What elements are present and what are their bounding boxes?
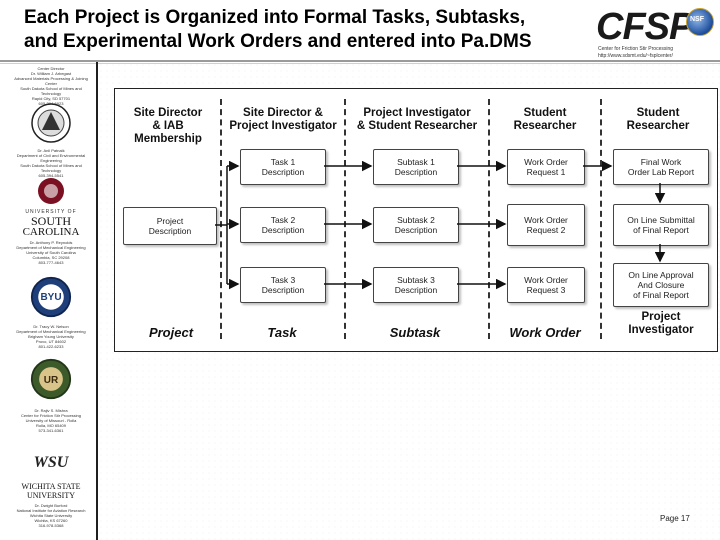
sidebar-contact-byu: Dr. Tracy W. Nelson Department of Mechan…	[16, 324, 86, 349]
cfsp-logo-url: http://www.sdsmt.edu/~fsplcenter/	[598, 53, 673, 59]
subtask-2-label: Subtask 2 Description	[394, 215, 438, 235]
column-header-student-researcher-2: Student Researcher	[626, 107, 690, 132]
sidebar-contact-usc: Dr. Anthony P. Reynolds Department of Me…	[16, 240, 86, 265]
subtask-2-box: Subtask 2 Description	[373, 207, 459, 243]
cfsp-logo-text: CFSP	[596, 6, 694, 48]
online-submittal-box: On Line Submittal of Final Report	[613, 204, 709, 246]
footer-work-order: Work Order	[509, 325, 581, 340]
subtask-3-label: Subtask 3 Description	[394, 275, 438, 295]
final-report-box: Final Work Order Lab Report	[613, 149, 709, 185]
column-separator-4	[600, 99, 602, 339]
usc-name-line-2: SOUTH	[30, 214, 71, 228]
byu-seal-text: BYU	[40, 292, 62, 303]
usc-name-line-3: CAROLINA	[22, 226, 80, 238]
project-description-box: Project Description	[123, 207, 217, 245]
sdsmt-seal-icon	[31, 103, 71, 143]
subtask-3-box: Subtask 3 Description	[373, 267, 459, 303]
sidebar-contact-wsu: Dr. Dwight Burford National Institute fo…	[16, 503, 86, 528]
page-number: Page 17	[660, 514, 690, 523]
usc-name-line-1: UNIVERSITY OF	[25, 209, 77, 215]
column-separator-3	[488, 99, 490, 339]
subtask-1-label: Subtask 1 Description	[394, 157, 438, 177]
partner-sidebar: Center Director Dr. William J. Arbegast …	[8, 66, 94, 536]
column-header-site-director-iab: Site Director & IAB Membership	[133, 107, 203, 145]
cfsp-logo-subtitle: Center for Friction Stir Processing	[598, 46, 674, 52]
workflow-arrows	[215, 160, 666, 290]
project-description-label: Project Description	[148, 216, 192, 236]
column-header-site-director-pi: Site Director & Project Investigator	[229, 107, 337, 132]
footer-subtask: Subtask	[389, 325, 441, 340]
subtask-1-box: Subtask 1 Description	[373, 149, 459, 185]
task-1-label: Task 1 Description	[261, 157, 305, 177]
slide-title-line-1: Each Project is Organized into Formal Ta…	[24, 7, 526, 28]
sidebar-divider	[96, 62, 98, 540]
wsu-name-line-2: UNIVERSITY	[27, 491, 75, 500]
slide-title: Each Project is Organized into Formal Ta…	[24, 6, 584, 54]
work-order-3-box: Work Order Request 3	[507, 267, 585, 303]
nsf-logo-text: NSF	[690, 16, 704, 23]
column-separator-2	[344, 99, 346, 339]
umr-seal-text: UR	[43, 375, 59, 386]
work-order-1-box: Work Order Request 1	[507, 149, 585, 185]
task-1-box: Task 1 Description	[240, 149, 326, 185]
column-header-pi-student: Project Investigator & Student Researche…	[356, 107, 478, 132]
wsu-name-line-1: WICHITA STATE	[21, 482, 81, 491]
final-report-label: Final Work Order Lab Report	[627, 157, 695, 177]
column-separator-1	[220, 99, 222, 339]
work-order-2-box: Work Order Request 2	[507, 204, 585, 246]
work-order-3-label: Work Order Request 3	[524, 275, 568, 295]
sidebar-contact-umr: Dr. Rajiv S. Mishra Center for Friction …	[20, 408, 82, 433]
workflow-diagram: Site Director & IAB Membership Site Dire…	[114, 88, 718, 352]
work-order-1-label: Work Order Request 1	[524, 157, 568, 177]
nsf-logo	[686, 8, 714, 36]
online-approval-box: On Line Approval And Closure of Final Re…	[613, 263, 709, 307]
usc-seal-icon	[38, 178, 64, 204]
umr-seal-icon	[30, 358, 72, 400]
online-submittal-label: On Line Submittal of Final Report	[627, 215, 695, 235]
work-order-2-label: Work Order Request 2	[524, 215, 568, 235]
column-header-student-researcher-1: Student Researcher	[513, 107, 577, 132]
task-3-box: Task 3 Description	[240, 267, 326, 303]
header-divider	[0, 60, 720, 62]
task-2-box: Task 2 Description	[240, 207, 326, 243]
byu-seal-icon	[30, 276, 72, 318]
footer-project: Project	[148, 325, 194, 340]
footer-project-investigator: Project Investigator	[628, 311, 694, 336]
sidebar-contact-sdsmt: Center Director Dr. William J. Arbegast …	[14, 66, 88, 106]
sidebar-contact-sdsmt-2: Dr. Anil Patnaik Department of Civil and…	[16, 148, 86, 178]
cfsp-logo: CFSP NSF Center for Friction Stir Proces…	[590, 4, 715, 60]
slide-title-line-2: and Experimental Work Orders and entered…	[24, 31, 532, 52]
online-approval-label: On Line Approval And Closure of Final Re…	[628, 270, 694, 300]
footer-task: Task	[267, 325, 297, 340]
task-2-label: Task 2 Description	[261, 215, 305, 235]
wsu-logo-mark: WSU	[33, 454, 69, 471]
task-3-label: Task 3 Description	[261, 275, 305, 295]
